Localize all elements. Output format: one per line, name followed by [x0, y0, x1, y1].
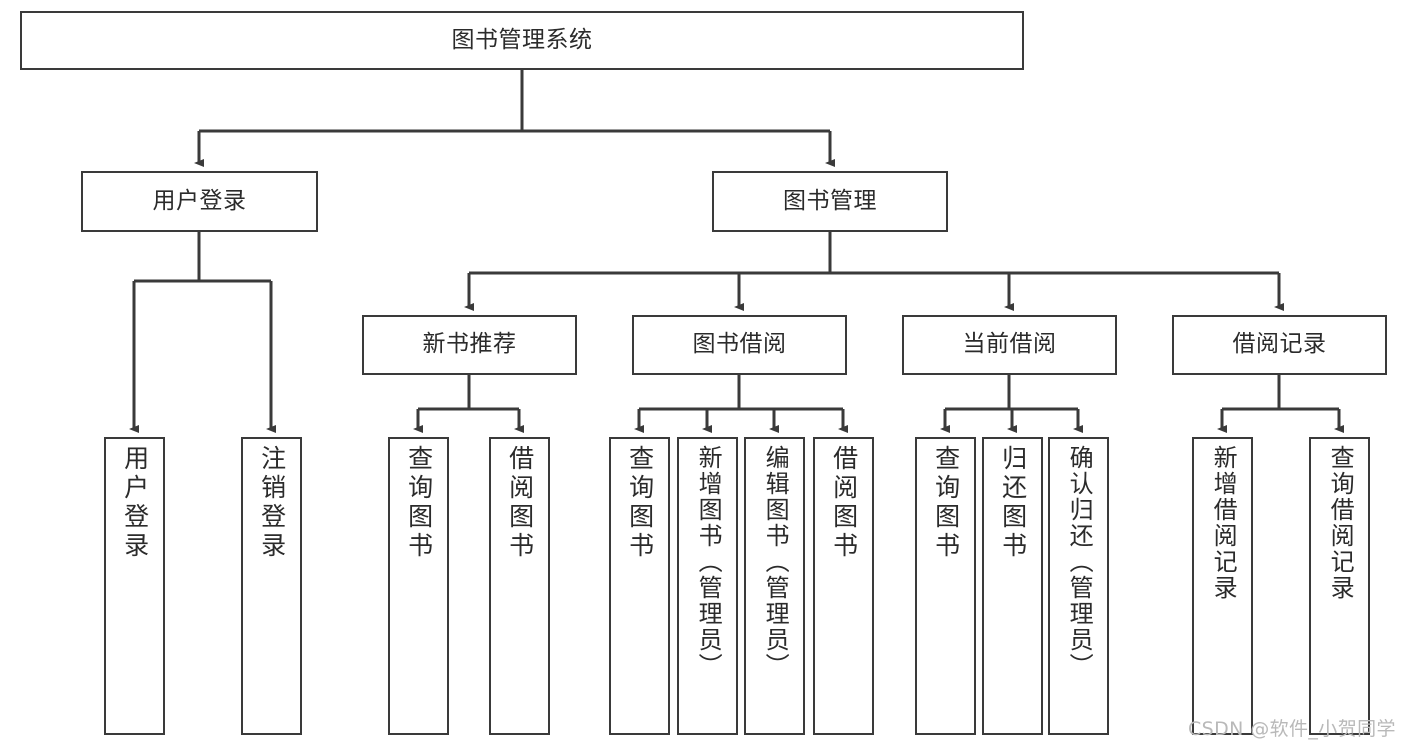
node-leaf-add-record-label: 新增借阅记录 [1209, 445, 1238, 601]
node-leaf-query-book-1[interactable]: 查询图书 [388, 437, 449, 735]
node-root-label: 图书管理系统 [451, 26, 593, 53]
node-leaf-query-book-3-label: 查询图书 [931, 445, 961, 561]
node-root[interactable]: 图书管理系统 [20, 11, 1024, 70]
node-book-manage-label: 图书管理 [783, 187, 877, 214]
node-leaf-query-record[interactable]: 查询借阅记录 [1309, 437, 1370, 735]
node-leaf-confirm-return[interactable]: 确认归还（管理员） [1048, 437, 1109, 735]
node-leaf-query-book-1-label: 查询图书 [404, 445, 434, 561]
node-leaf-return-book-label: 归还图书 [998, 445, 1028, 561]
node-leaf-borrow-book-1[interactable]: 借阅图书 [489, 437, 550, 735]
node-leaf-user-login[interactable]: 用户登录 [104, 437, 165, 735]
node-new-book-rec-label: 新书推荐 [422, 331, 517, 358]
node-book-borrow-label: 图书借阅 [692, 331, 787, 358]
node-user-login[interactable]: 用户登录 [81, 171, 318, 232]
node-leaf-confirm-return-label: 确认归还（管理员） [1065, 445, 1094, 679]
node-borrow-record[interactable]: 借阅记录 [1172, 315, 1387, 375]
node-book-manage[interactable]: 图书管理 [712, 171, 948, 232]
node-leaf-return-book[interactable]: 归还图书 [982, 437, 1043, 735]
node-borrow-record-label: 借阅记录 [1232, 331, 1327, 358]
node-leaf-edit-book[interactable]: 编辑图书（管理员） [744, 437, 805, 735]
node-book-borrow[interactable]: 图书借阅 [632, 315, 847, 375]
node-leaf-query-book-3[interactable]: 查询图书 [915, 437, 976, 735]
watermark-text: CSDN @软件_小贺同学 [1188, 718, 1396, 740]
node-leaf-logout[interactable]: 注销登录 [241, 437, 302, 735]
node-new-book-rec[interactable]: 新书推荐 [362, 315, 577, 375]
node-current-borrow[interactable]: 当前借阅 [902, 315, 1117, 375]
node-leaf-user-login-label: 用户登录 [120, 445, 150, 561]
node-user-login-label: 用户登录 [152, 187, 247, 214]
node-leaf-borrow-book-2[interactable]: 借阅图书 [813, 437, 874, 735]
node-leaf-borrow-book-2-label: 借阅图书 [829, 445, 859, 561]
node-leaf-borrow-book-1-label: 借阅图书 [505, 445, 535, 561]
node-leaf-query-record-label: 查询借阅记录 [1326, 445, 1355, 601]
node-leaf-edit-book-label: 编辑图书（管理员） [761, 445, 790, 679]
node-leaf-add-book-label: 新增图书（管理员） [694, 445, 723, 679]
node-leaf-add-book[interactable]: 新增图书（管理员） [677, 437, 738, 735]
node-leaf-logout-label: 注销登录 [257, 445, 287, 561]
node-current-borrow-label: 当前借阅 [962, 331, 1057, 358]
node-leaf-query-book-2[interactable]: 查询图书 [609, 437, 670, 735]
node-leaf-query-book-2-label: 查询图书 [625, 445, 655, 561]
node-leaf-add-record[interactable]: 新增借阅记录 [1192, 437, 1253, 735]
